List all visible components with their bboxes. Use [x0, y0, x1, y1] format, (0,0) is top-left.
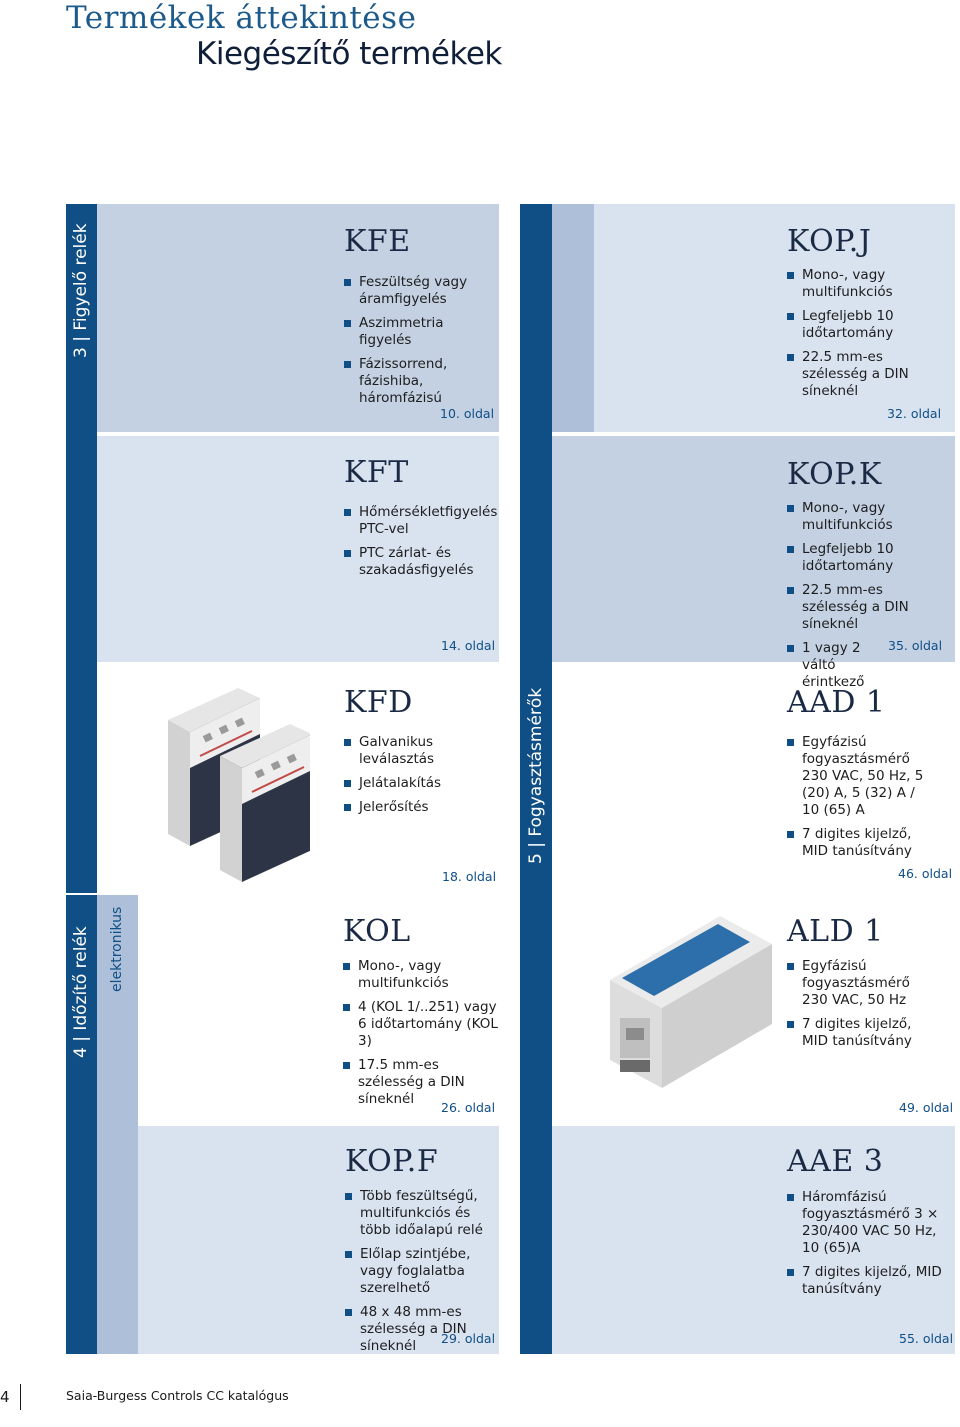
- panel-kfe-bg: [97, 204, 499, 432]
- bullet-item: Mono-, vagy multifunkciós: [787, 267, 947, 301]
- page-ref-kopf[interactable]: 29. oldal: [441, 1331, 496, 1346]
- section-band-4: [66, 895, 97, 1354]
- page-ref-kopk[interactable]: 35. oldal: [888, 638, 943, 653]
- bullet-item: 48 x 48 mm-es szélesség a DIN síneknél: [345, 1304, 495, 1355]
- bullet-item: 17.5 mm-es szélesség a DIN síneknél: [343, 1057, 498, 1108]
- bullet-item: PTC zárlat- és szakadásfigyelés: [344, 545, 494, 579]
- bullet-item: Jelátalakítás: [344, 775, 484, 792]
- product-name-ald1: ALD 1: [787, 914, 884, 949]
- bullet-item: 22.5 mm-es szélesség a DIN síneknél: [787, 349, 947, 400]
- section-label-3: 3 | Figyelő relék: [71, 223, 91, 358]
- bullet-item: Legfeljebb 10 időtartomány: [787, 541, 947, 575]
- bullet-list-kol: Mono-, vagy multifunkciós 4 (KOL 1/..251…: [343, 958, 498, 1115]
- energy-meter-image: [610, 916, 772, 1088]
- bullet-item: Galvanikus leválasztás: [344, 734, 484, 768]
- bullet-list-ald1: Egyfázisú fogyasztásmérő 230 VAC, 50 Hz …: [787, 958, 927, 1057]
- bullet-item: 7 digites kijelző, MID tanúsítvány: [787, 826, 927, 860]
- product-name-aae3: AAE 3: [787, 1144, 884, 1179]
- bullet-item: Egyfázisú fogyasztásmérő 230 VAC, 50 Hz,…: [787, 734, 927, 819]
- bullet-item: Feszültség vagy áramfigyelés: [344, 274, 494, 308]
- relay-modules-image: [168, 688, 310, 882]
- product-name-kopf: KOP.F: [345, 1144, 439, 1179]
- bullet-item: Jelerősítés: [344, 799, 484, 816]
- page-ref-kopj[interactable]: 32. oldal: [887, 406, 942, 421]
- page-ref-aae3[interactable]: 55. oldal: [899, 1331, 954, 1346]
- product-name-kol: KOL: [343, 914, 411, 949]
- product-name-aad1: AAD 1: [787, 685, 886, 720]
- page-number: 4: [0, 1388, 10, 1406]
- bullet-item: Több feszültségű, multifunkciós és több …: [345, 1188, 495, 1239]
- bullet-item: Legfeljebb 10 időtartomány: [787, 308, 947, 342]
- page-ref-kfd[interactable]: 18. oldal: [442, 869, 497, 884]
- page-subtitle: Kiegészítő termékek: [196, 36, 502, 72]
- bullet-item: Egyfázisú fogyasztásmérő 230 VAC, 50 Hz: [787, 958, 927, 1009]
- bullet-item: Mono-, vagy multifunkciós: [787, 500, 947, 534]
- product-name-kopj: KOP.J: [787, 224, 872, 259]
- panel-aae3-bg: [552, 1126, 955, 1354]
- section-sublabel-4: elektronikus: [109, 906, 125, 992]
- bullet-list-aae3: Háromfázisú fogyasztásmérő 3 × 230/400 V…: [787, 1189, 947, 1305]
- bullet-item: 22.5 mm-es szélesség a DIN síneknél: [787, 582, 947, 633]
- panel-kopf-bg: [138, 1126, 499, 1354]
- bullet-list-kopj: Mono-, vagy multifunkciós Legfeljebb 10 …: [787, 267, 947, 407]
- product-name-kfd: KFD: [344, 685, 413, 720]
- page-number-divider: [20, 1384, 21, 1410]
- section-band-5: [520, 204, 552, 1354]
- bullet-list-kft: Hőmérsékletfigyelés PTC-vel PTC zárlat- …: [344, 504, 497, 586]
- section-subband-5: [552, 204, 594, 432]
- page-ref-kft[interactable]: 14. oldal: [441, 638, 496, 653]
- bullet-item: Hőmérsékletfigyelés PTC-vel: [344, 504, 497, 538]
- panel-kft-bg: [97, 436, 499, 662]
- panel-kol-bg: [138, 895, 499, 1124]
- product-name-kopk: KOP.K: [787, 457, 882, 492]
- section-subband-4: [97, 895, 138, 1354]
- bullet-item: 1 vagy 2 váltó érintkező: [787, 640, 875, 691]
- page-ref-aad1[interactable]: 46. oldal: [898, 866, 953, 881]
- section-label-4: 4 | Időzítő relék: [71, 926, 91, 1058]
- page-title: Termékek áttekintése: [66, 0, 417, 36]
- bullet-item: Előlap szintjébe, vagy foglalatba szerel…: [345, 1246, 495, 1297]
- bullet-list-kfe: Feszültség vagy áramfigyelés Aszimmetria…: [344, 274, 494, 414]
- section-label-5: 5 | Fogyasztásmérők: [526, 687, 546, 864]
- section-band-3: [66, 204, 97, 893]
- bullet-list-aad1: Egyfázisú fogyasztásmérő 230 VAC, 50 Hz,…: [787, 734, 927, 867]
- page-ref-kfe[interactable]: 10. oldal: [440, 406, 495, 421]
- bullet-item: Mono-, vagy multifunkciós: [343, 958, 498, 992]
- product-name-kfe: KFE: [344, 224, 411, 259]
- bullet-list-kopk: Mono-, vagy multifunkciós Legfeljebb 10 …: [787, 500, 947, 698]
- panel-kopj-bg: [594, 204, 955, 432]
- panel-aad1-bg: [552, 664, 955, 893]
- product-name-kft: KFT: [344, 455, 409, 490]
- bullet-item: 4 (KOL 1/..251) vagy 6 időtartomány (KOL…: [343, 999, 498, 1050]
- footer-catalog: Saia-Burgess Controls CC katalógus: [66, 1388, 289, 1403]
- bullet-list-kfd: Galvanikus leválasztás Jelátalakítás Jel…: [344, 734, 484, 823]
- bullet-list-kopf: Több feszültségű, multifunkciós és több …: [345, 1188, 495, 1362]
- bullet-item: Fázissorrend, fázishiba, háromfázisú: [344, 356, 494, 407]
- bullet-item: 7 digites kijelző, MID tanúsítvány: [787, 1264, 947, 1298]
- page-ref-ald1[interactable]: 49. oldal: [899, 1100, 954, 1115]
- page-ref-kol[interactable]: 26. oldal: [441, 1100, 496, 1115]
- bullet-item: Háromfázisú fogyasztásmérő 3 × 230/400 V…: [787, 1189, 947, 1257]
- bullet-item: Aszimmetria figyelés: [344, 315, 494, 349]
- panel-kopk-bg: [552, 436, 955, 662]
- bullet-item: 7 digites kijelző, MID tanúsítvány: [787, 1016, 927, 1050]
